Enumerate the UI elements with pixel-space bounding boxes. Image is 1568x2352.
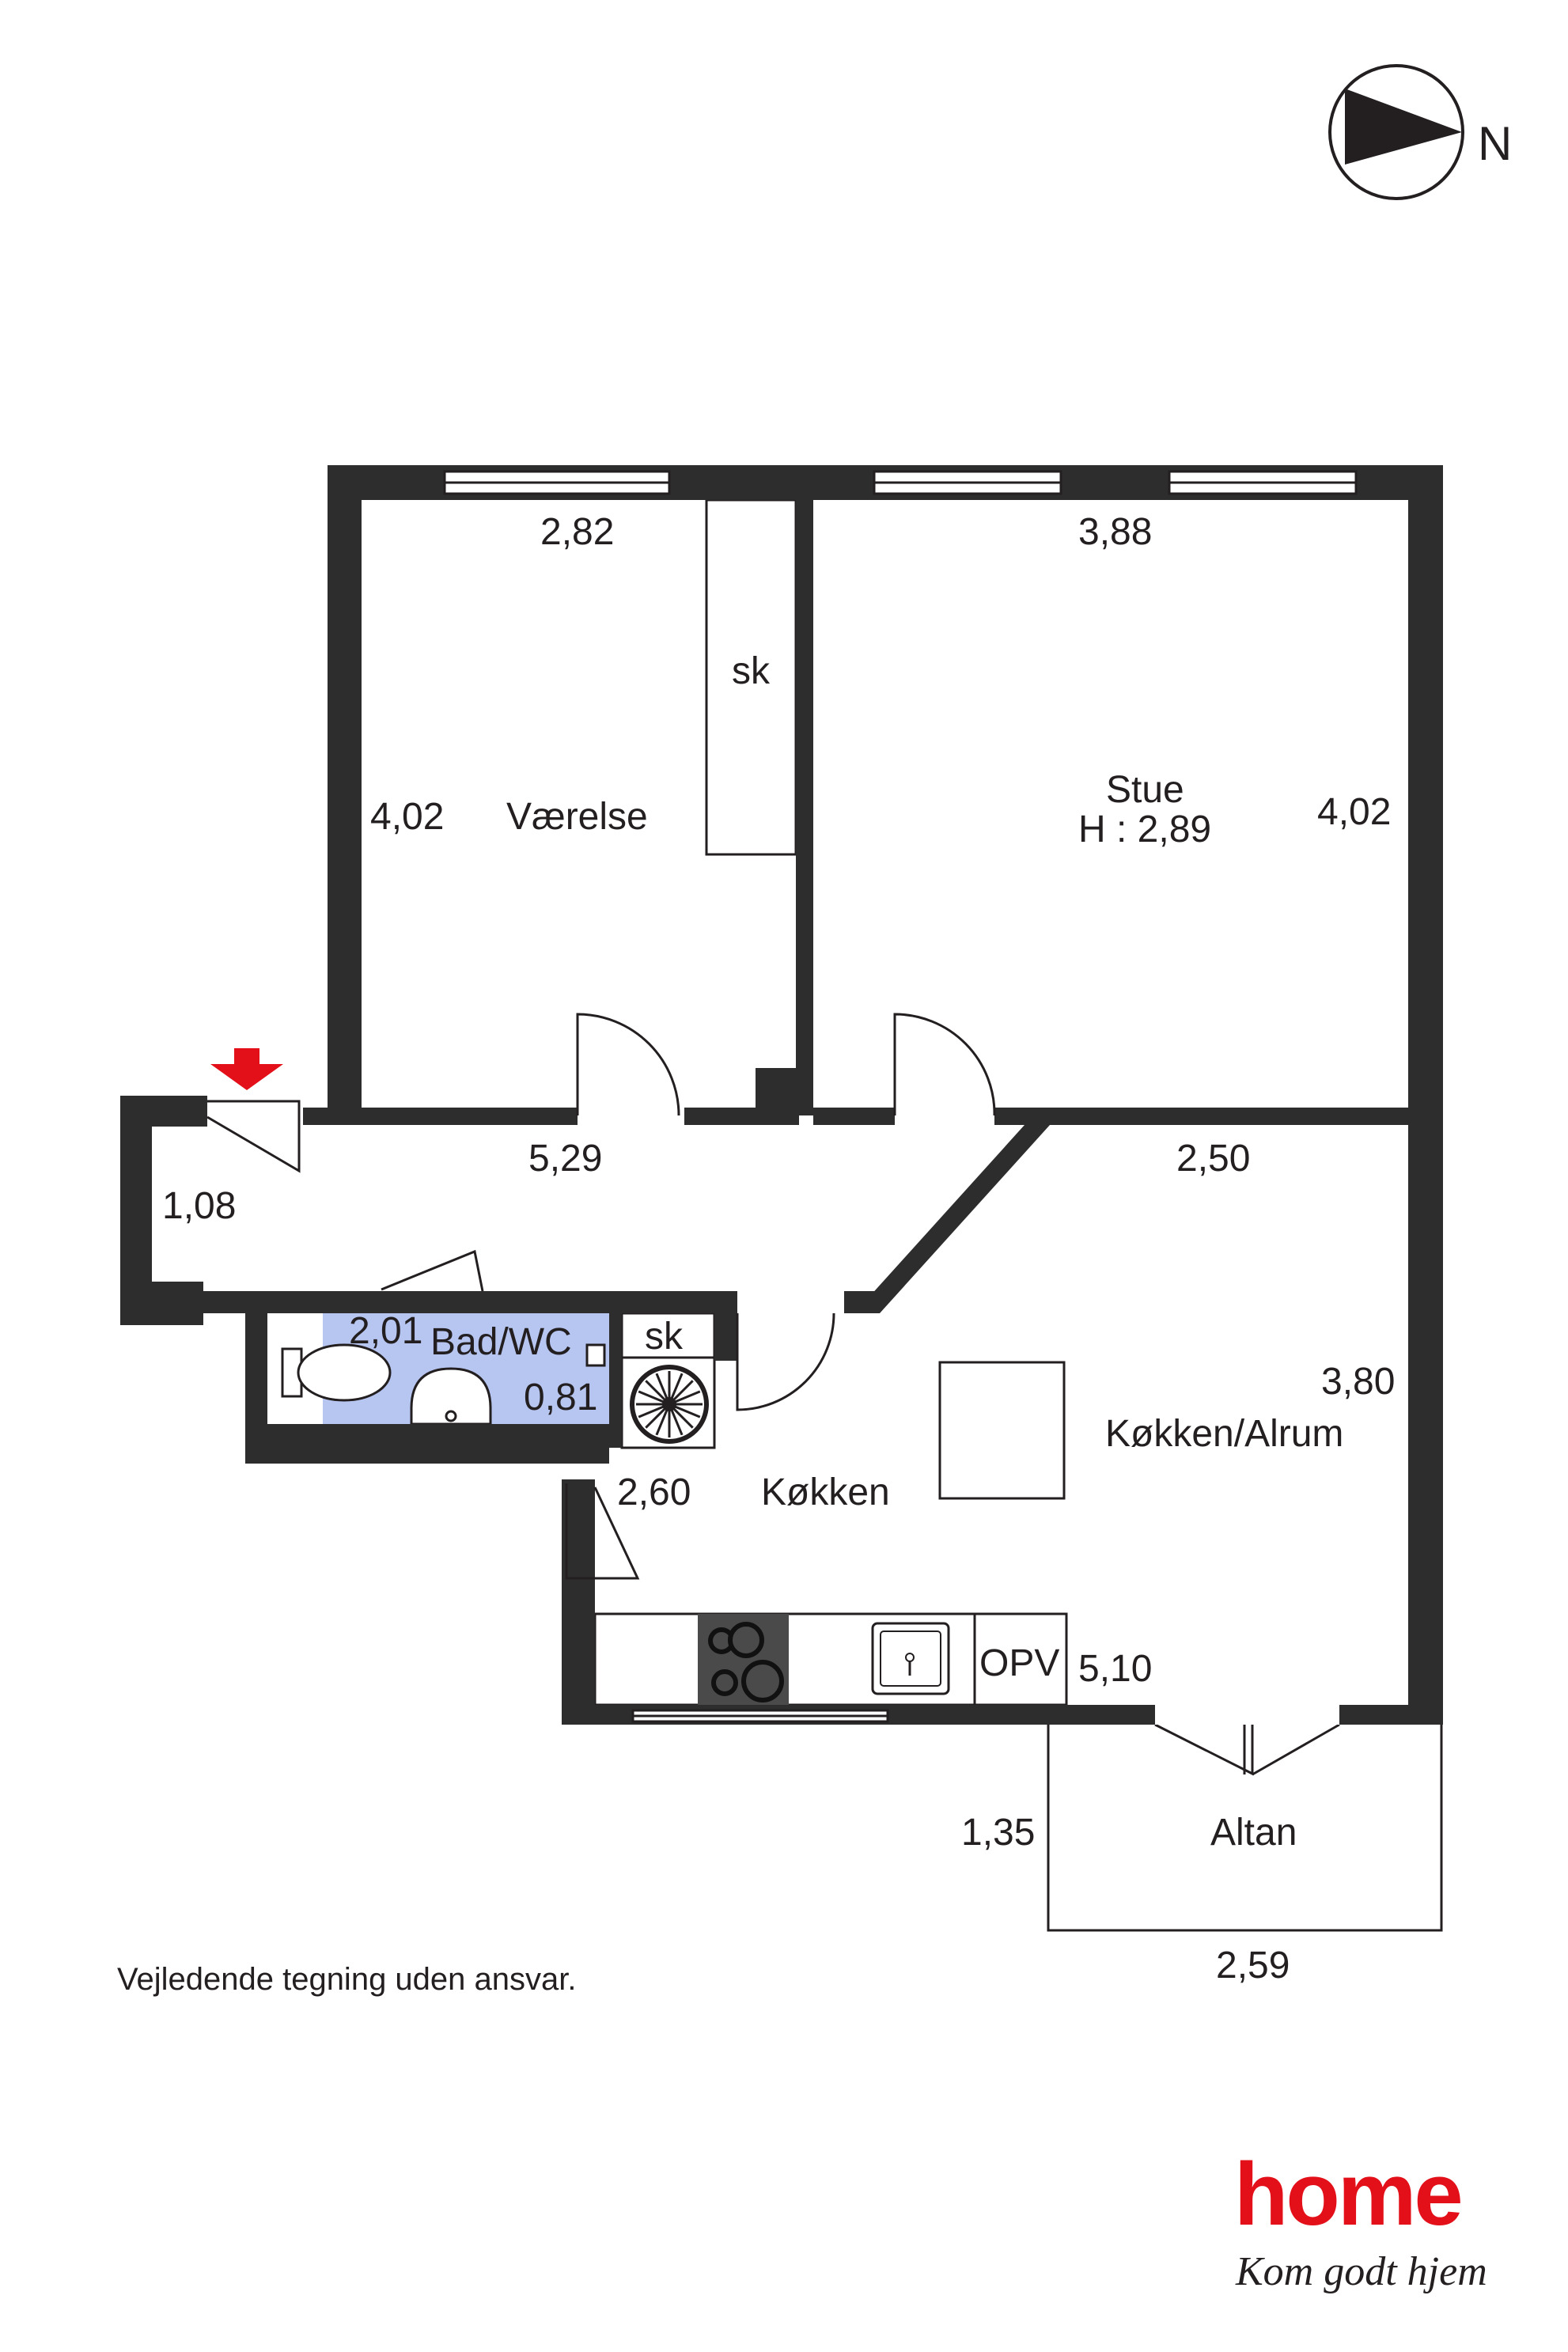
- stue-depth-label: 4,02: [1317, 791, 1391, 833]
- altan-depth-label: 1,35: [961, 1812, 1035, 1854]
- altan-name-label: Altan: [1210, 1812, 1297, 1854]
- koekken-name-label: Køkken: [761, 1471, 890, 1513]
- compass-needle-icon: [1345, 89, 1462, 165]
- vaerelse-width-label: 2,82: [540, 511, 614, 553]
- vaerelse-closet: [705, 498, 797, 856]
- bad-width-label: 2,01: [349, 1310, 422, 1352]
- koekken-alrum-name-label: Køkken/Alrum: [1105, 1413, 1343, 1455]
- gang-entry-depth-label: 1,08: [162, 1185, 236, 1227]
- koekken-closet-label: sk: [645, 1316, 684, 1358]
- koekken-alrum-depth-label: 3,80: [1321, 1361, 1395, 1403]
- stue-height-label: H : 2,89: [1078, 809, 1211, 850]
- koekken-width-label: 2,60: [617, 1471, 691, 1513]
- koekken-alrum-length-label: 5,10: [1078, 1648, 1152, 1690]
- stue-name-label: Stue: [1106, 769, 1184, 811]
- compass-north-label: N: [1478, 117, 1512, 170]
- kitchen-island: [938, 1361, 1066, 1500]
- bad-depth-label: 0,81: [524, 1377, 597, 1418]
- altan-width-label: 2,59: [1216, 1945, 1290, 1987]
- faucet-icon: [585, 1343, 606, 1367]
- koekken-alrum-top-width-label: 2,50: [1176, 1138, 1250, 1180]
- entry-arrow-icon: [210, 1048, 283, 1090]
- toilet-icon: [281, 1343, 392, 1402]
- altan-door: [1154, 1723, 1340, 1776]
- koekken-cupboard-label: OPV: [979, 1642, 1059, 1684]
- room-labels: 2,82 sk 4,02 Værelse 3,88 Stue H : 2,89 …: [162, 511, 1395, 1987]
- brand-logo: home Kom godt hjem: [1234, 2145, 1487, 2294]
- doors: [206, 1013, 996, 1580]
- windows: [443, 470, 1358, 1725]
- vaerelse-closet-label: sk: [732, 650, 771, 692]
- stue-width-label: 3,88: [1078, 511, 1152, 553]
- disclaimer-text: Vejledende tegning uden ansvar.: [117, 1962, 577, 1997]
- brand-tagline: Kom godt hjem: [1235, 2249, 1487, 2294]
- vaerelse-name-label: Værelse: [506, 796, 648, 838]
- kitchen-counter: [593, 1612, 1068, 1706]
- ventilation-fan-icon: [630, 1365, 709, 1444]
- sink-icon: [410, 1367, 492, 1426]
- vaerelse-depth-label: 4,02: [370, 796, 444, 838]
- brand-wordmark: home: [1234, 2145, 1461, 2244]
- bad-name-label: Bad/WC: [430, 1321, 572, 1363]
- compass: N: [1328, 64, 1512, 200]
- altan-outline: [1047, 1725, 1443, 1932]
- gang-length-label: 5,29: [528, 1138, 602, 1180]
